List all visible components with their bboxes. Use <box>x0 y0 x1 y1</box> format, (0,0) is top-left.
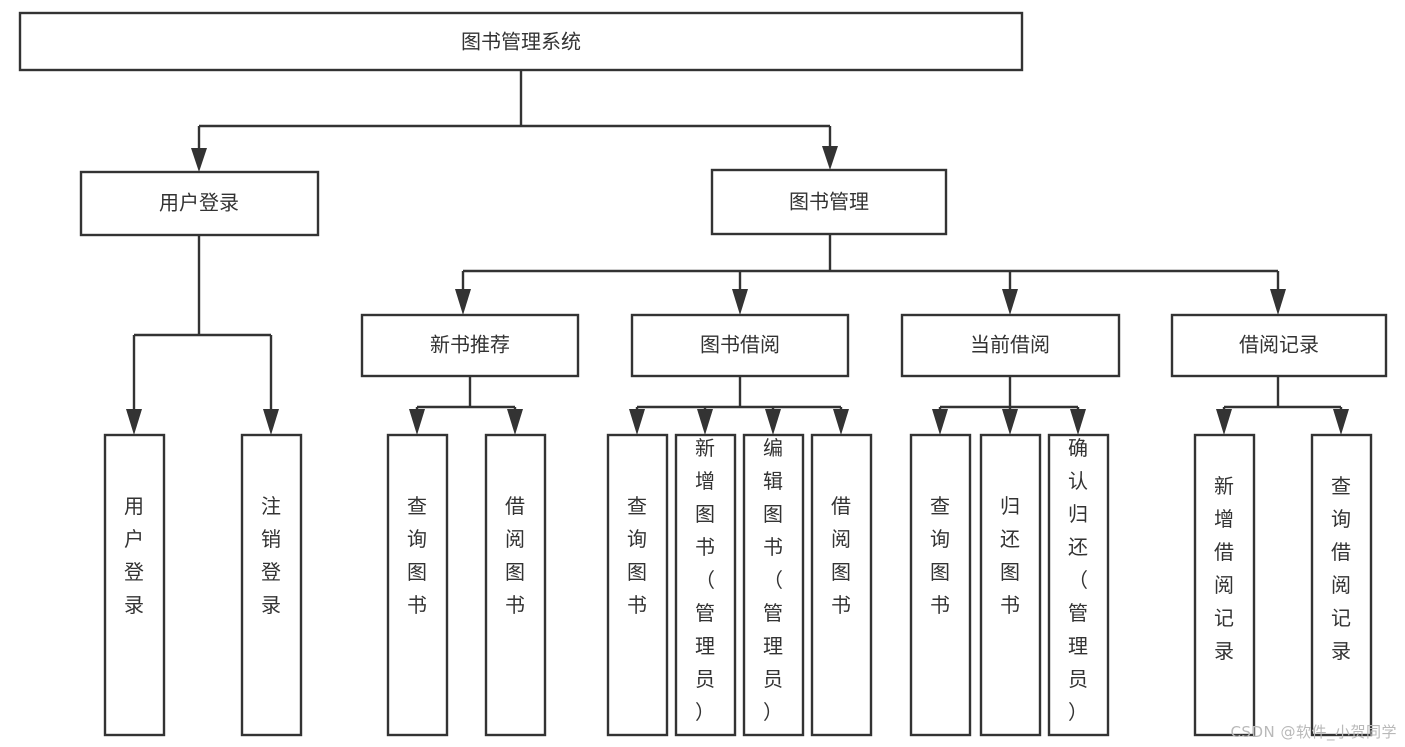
arrowhead-borrow-leaf-3 <box>765 409 781 435</box>
node-book-management[interactable]: 图书管理 <box>710 168 948 236</box>
arrowhead-new-book-rec <box>455 289 471 315</box>
node-new-book-recommend[interactable]: 新书推荐 <box>360 313 580 378</box>
arrowhead-user-leaf-2 <box>263 409 279 435</box>
leaf-borrow-borrow-book[interactable]: 借阅图书 <box>810 433 873 737</box>
leaf-borrow-add-book-admin-label: 新增图书（管理员） <box>695 436 715 724</box>
leaf-borrow-query-book-box[interactable] <box>606 433 669 737</box>
arrowhead-record-leaf-2 <box>1333 409 1349 435</box>
arrowhead-newbook-leaf-2 <box>507 409 523 435</box>
arrowhead-current-leaf-3 <box>1070 409 1086 435</box>
node-root-label: 图书管理系统 <box>461 30 581 54</box>
leaf-record-add-record-box[interactable] <box>1193 433 1256 737</box>
leaf-current-confirm-return-admin-box[interactable] <box>1047 433 1110 737</box>
leaf-borrow-edit-book-admin-box[interactable] <box>742 433 805 737</box>
leaf-current-query-book-box[interactable] <box>909 433 972 737</box>
edge-layer <box>126 70 1349 435</box>
arrowhead-newbook-leaf-1 <box>409 409 425 435</box>
arrowhead-record-leaf-1 <box>1216 409 1232 435</box>
node-borrow-record-label: 借阅记录 <box>1239 333 1319 357</box>
leaf-user-login-1-box[interactable] <box>103 433 166 737</box>
leaf-current-query-book[interactable]: 查询图书 <box>909 433 972 737</box>
leaf-user-login-1-label: 用户登录 <box>124 494 144 617</box>
leaf-borrow-edit-book-admin[interactable]: 编辑图书（管理员） <box>742 433 805 737</box>
node-book-borrow-box[interactable] <box>630 313 850 378</box>
leaf-borrow-add-book-admin[interactable]: 新增图书（管理员） <box>674 433 737 737</box>
node-current-borrow-box[interactable] <box>900 313 1121 378</box>
leaf-record-add-record[interactable]: 新增借阅记录 <box>1193 433 1256 737</box>
arrowhead-book-borrow <box>732 289 748 315</box>
node-root-book-management-system[interactable]: 图书管理系统 <box>18 11 1024 72</box>
leaf-newbook-query-book-box[interactable] <box>386 433 449 737</box>
leaf-newbook-borrow-book-box[interactable] <box>484 433 547 737</box>
leaf-current-confirm-return-admin-label: 确认归还（管理员） <box>1068 436 1088 724</box>
arrowhead-borrow-leaf-4 <box>833 409 849 435</box>
arrowhead-current-leaf-2 <box>1002 409 1018 435</box>
arrowhead-borrow-leaf-1 <box>629 409 645 435</box>
leaf-newbook-borrow-book-label: 借阅图书 <box>505 494 525 617</box>
arrowhead-user-login <box>191 148 207 172</box>
node-current-borrow[interactable]: 当前借阅 <box>900 313 1121 378</box>
leaf-record-query-record-box[interactable] <box>1310 433 1373 737</box>
leaf-borrow-borrow-book-label: 借阅图书 <box>831 494 851 617</box>
node-book-management-label: 图书管理 <box>789 190 869 214</box>
leaf-borrow-query-book[interactable]: 查询图书 <box>606 433 669 737</box>
leaf-borrow-edit-book-admin-label: 编辑图书（管理员） <box>763 436 783 724</box>
leaf-current-confirm-return-admin[interactable]: 确认归还（管理员） <box>1047 433 1110 737</box>
node-book-management-box[interactable] <box>710 168 948 236</box>
leaf-current-return-book-box[interactable] <box>979 433 1042 737</box>
leaf-user-login-1[interactable]: 用户登录 <box>103 433 166 737</box>
node-book-borrow-label: 图书借阅 <box>700 333 780 357</box>
arrowhead-book-management <box>822 146 838 170</box>
leaf-borrow-add-book-admin-box[interactable] <box>674 433 737 737</box>
leaf-record-query-record[interactable]: 查询借阅记录 <box>1310 433 1373 737</box>
node-layer: 图书管理系统 用户登录 图书管理 新书推荐 图书借阅 当前 <box>18 11 1388 737</box>
arrowhead-user-leaf-1 <box>126 409 142 435</box>
leaf-newbook-borrow-book[interactable]: 借阅图书 <box>484 433 547 737</box>
leaf-current-query-book-label: 查询图书 <box>930 494 950 617</box>
leaf-newbook-query-book[interactable]: 查询图书 <box>386 433 449 737</box>
leaf-record-add-record-label: 新增借阅记录 <box>1214 474 1234 663</box>
leaf-current-return-book[interactable]: 归还图书 <box>979 433 1042 737</box>
node-user-login-label: 用户登录 <box>159 191 239 215</box>
leaf-current-return-book-label: 归还图书 <box>1000 494 1020 617</box>
leaf-borrow-query-book-label: 查询图书 <box>627 494 647 617</box>
arrowhead-borrow-record <box>1270 289 1286 315</box>
node-borrow-record-box[interactable] <box>1170 313 1388 378</box>
node-user-login-box[interactable] <box>79 170 320 237</box>
leaf-user-logout-label: 注销登录 <box>261 494 281 617</box>
leaf-newbook-query-book-label: 查询图书 <box>407 494 427 617</box>
leaf-user-logout[interactable]: 注销登录 <box>240 433 303 737</box>
node-book-borrow[interactable]: 图书借阅 <box>630 313 850 378</box>
leaf-record-query-record-label: 查询借阅记录 <box>1331 474 1351 663</box>
node-new-book-recommend-box[interactable] <box>360 313 580 378</box>
node-current-borrow-label: 当前借阅 <box>970 333 1050 357</box>
node-borrow-record[interactable]: 借阅记录 <box>1170 313 1388 378</box>
leaf-user-logout-box[interactable] <box>240 433 303 737</box>
node-new-book-recommend-label: 新书推荐 <box>430 333 510 357</box>
node-user-login[interactable]: 用户登录 <box>79 170 320 237</box>
csdn-watermark: CSDN @软件_小贺同学 <box>1230 723 1397 741</box>
arrowhead-borrow-leaf-2 <box>697 409 713 435</box>
leaf-borrow-borrow-book-box[interactable] <box>810 433 873 737</box>
arrowhead-current-leaf-1 <box>932 409 948 435</box>
arrowhead-current-borrow <box>1002 289 1018 315</box>
node-root-box[interactable] <box>18 11 1024 72</box>
